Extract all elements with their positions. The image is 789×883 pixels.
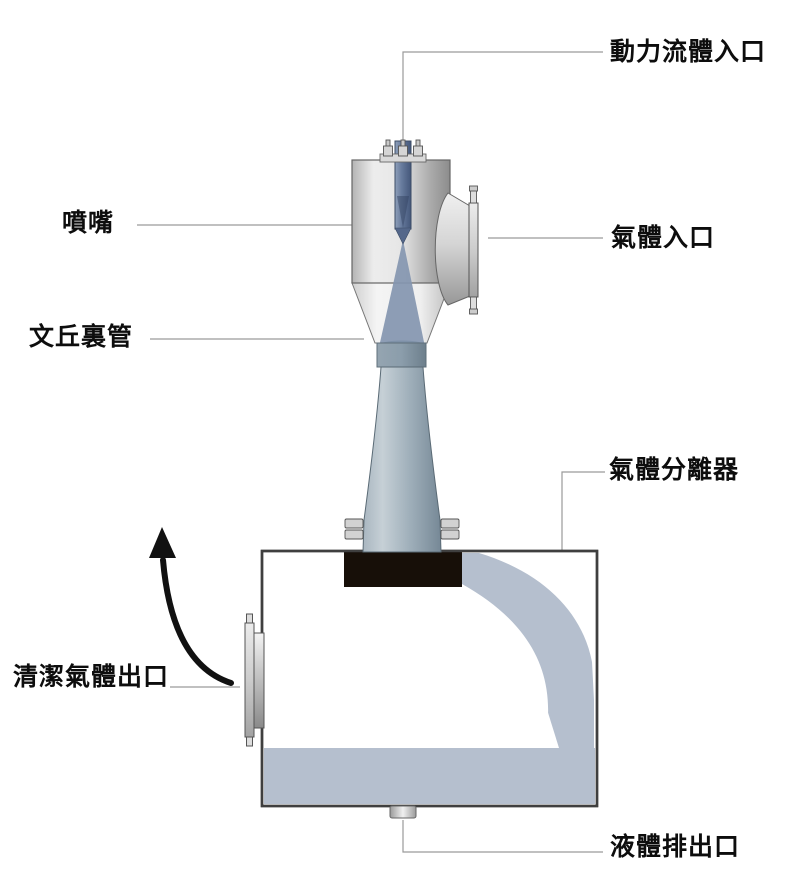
arrow-stem <box>160 557 234 686</box>
venturi-collar <box>376 342 427 368</box>
liquid-pool <box>264 748 595 804</box>
ejector-assembly <box>344 139 479 553</box>
label-venturi-tube: 文丘裏管 <box>29 323 134 351</box>
clean-gas-outlet-port <box>244 613 265 747</box>
outlet-port-flange <box>244 622 255 738</box>
gas-inlet-port <box>434 185 479 315</box>
nozzle-assembly <box>379 139 427 245</box>
bolt <box>440 529 460 540</box>
outlet-flange-bolt-bottom <box>246 736 253 747</box>
port-bulge <box>434 192 471 306</box>
leader-power-fluid-inlet <box>402 51 603 140</box>
gas-separator-tank <box>244 549 599 819</box>
inlet-duct-black <box>344 552 462 587</box>
port-bolt-bottom-cap <box>469 308 478 315</box>
venturi-diffuser <box>362 366 442 553</box>
diffuser-flange-bolts <box>344 518 460 540</box>
port-flange <box>468 202 479 298</box>
bolt <box>440 518 460 529</box>
label-gas-inlet: 氣體入口 <box>611 224 716 252</box>
outlet-flange-bolt-top <box>246 613 253 624</box>
outlet-port-cylinder <box>253 632 265 729</box>
nozzle-tip <box>394 227 412 245</box>
label-liquid-drain-outlet: 液體排出口 <box>610 833 741 861</box>
label-clean-gas-outlet: 清潔氣體出口 <box>13 663 170 691</box>
nozzle-streaks <box>397 196 409 228</box>
bolt-nut <box>413 145 423 157</box>
flow-white-notch <box>536 674 559 748</box>
bolt <box>344 529 364 540</box>
label-power-fluid-inlet: 動力流體入口 <box>610 38 767 66</box>
leader-liquid-drain-outlet <box>402 820 603 853</box>
label-nozzle: 噴嘴 <box>62 209 115 237</box>
bolt <box>344 518 364 529</box>
nozzle-flange-bolts <box>383 139 423 157</box>
arrow-head <box>149 527 176 558</box>
liquid-drain-stub <box>389 805 417 819</box>
label-gas-separator: 氣體分離器 <box>609 456 740 484</box>
port-bolt-top-cap <box>469 185 478 192</box>
clean-gas-arrow <box>149 527 234 686</box>
bolt-nut <box>398 145 408 157</box>
leader-lines <box>137 51 605 853</box>
bolt-nut <box>383 145 393 157</box>
gas-liquid-flow-swoosh <box>462 553 594 750</box>
leader-gas-separator <box>561 471 605 551</box>
spray-cone <box>379 240 425 347</box>
